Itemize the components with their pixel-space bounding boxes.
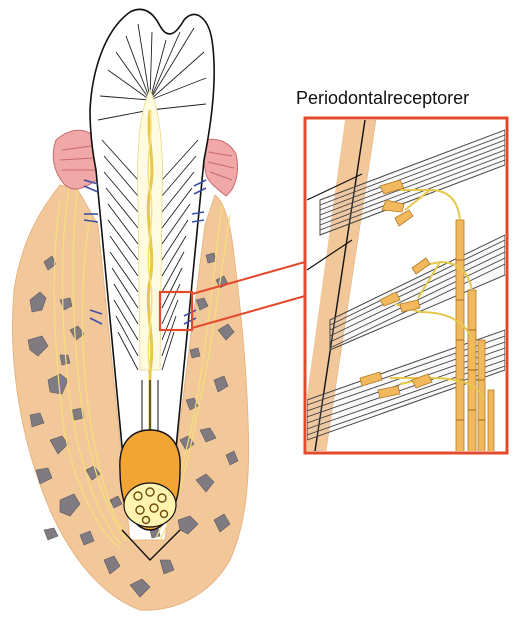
receptor-callout [305, 118, 507, 453]
callout-title: Periodontalreceptorer [296, 88, 469, 109]
